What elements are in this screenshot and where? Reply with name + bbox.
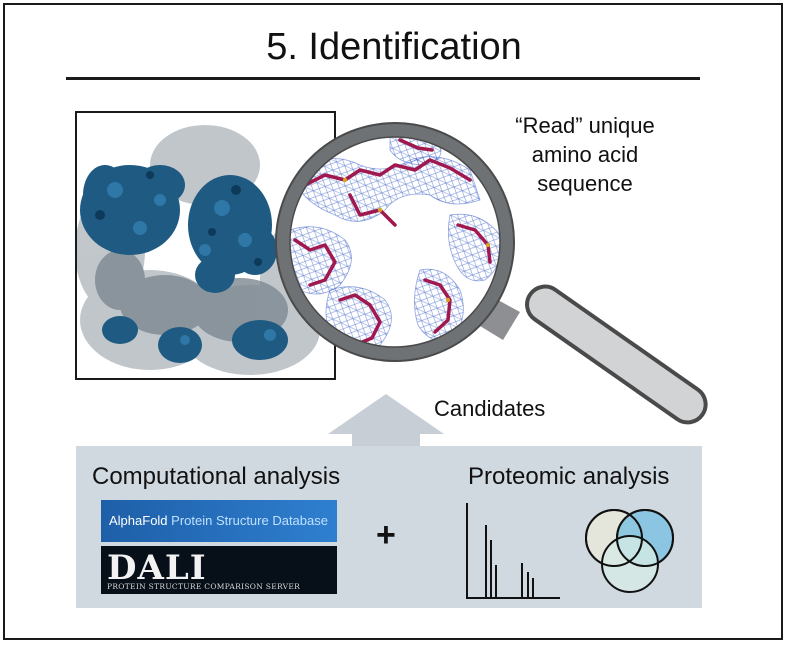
read-sequence-caption: “Read” unique amino acid sequence [500, 111, 670, 198]
dali-server-logo: DALI PROTEIN STRUCTURE COMPARISON SERVER [101, 546, 337, 594]
alphafold-subtitle: Protein Structure Database [171, 513, 328, 528]
panel-title: 5. Identification [266, 26, 522, 68]
arrow-up-icon [328, 394, 444, 450]
candidates-label: Candidates [434, 396, 546, 421]
dali-subtitle: PROTEIN STRUCTURE COMPARISON SERVER [107, 582, 301, 591]
computational-analysis-label: Computational analysis [92, 463, 341, 490]
proteomic-analysis-label: Proteomic analysis [468, 463, 670, 490]
dali-name: DALI [107, 548, 207, 588]
title-underline [66, 77, 700, 80]
alphafold-database-logo: AlphaFold Protein Structure Database [101, 500, 337, 542]
alphafold-brand: AlphaFold [109, 513, 168, 528]
caption-line: amino acid [531, 142, 639, 167]
plus-sign: + [376, 516, 396, 554]
caption-line: sequence [537, 171, 633, 196]
magnifying-glass-icon [275, 122, 708, 425]
caption-line: “Read” unique [515, 113, 655, 138]
electron-density-mesh [288, 133, 502, 350]
